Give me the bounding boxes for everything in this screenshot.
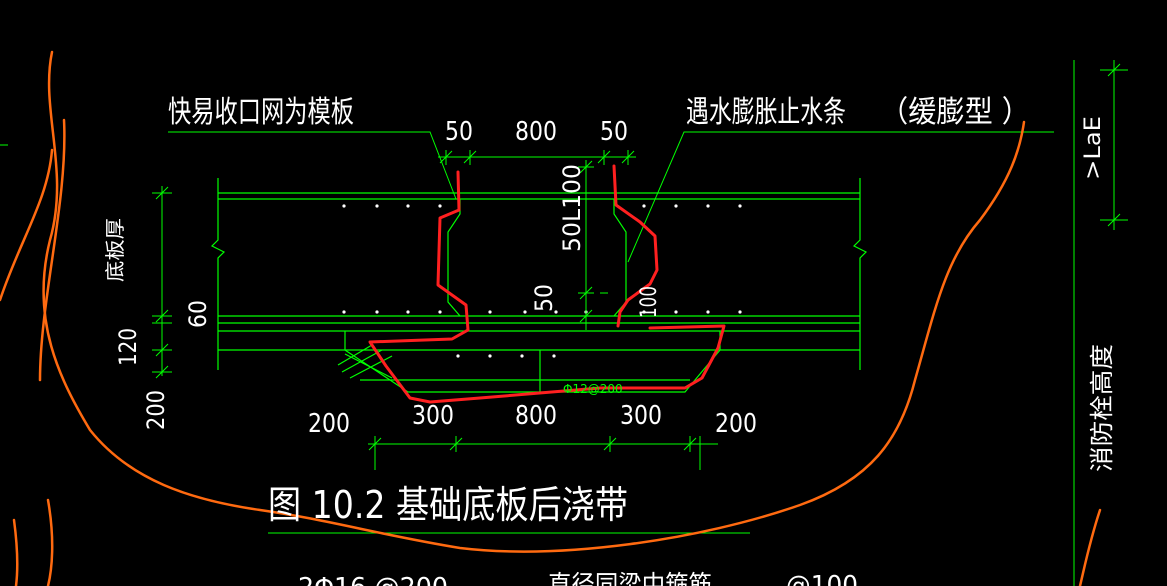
orange-side-stroke-left — [38, 118, 66, 382]
waterstop-label: 遇水膨胀止水条 — [686, 95, 846, 130]
anchorage-label: >LaE — [1081, 116, 1106, 180]
rebar-dots — [342, 204, 742, 358]
dim-bottom-200-left: 200 — [308, 409, 350, 439]
dim-left-120: 120 — [114, 328, 142, 366]
rebar-spec-label: Φ12@200 — [563, 382, 623, 396]
cutoff-text-right: @100 — [786, 571, 858, 586]
figure-title: 图 10.2 基础底板后浇带 — [268, 483, 628, 527]
labels: 快易收口网为模板 遇水膨胀止水条 （缓膨型 ） 底板厚 Φ12@200 >LaE… — [103, 95, 1116, 527]
orange-side-stroke-lower — [46, 498, 54, 586]
orange-markup — [0, 50, 1102, 586]
dim-top-800: 800 — [515, 117, 557, 147]
dimension-lines — [0, 60, 1128, 586]
dim-left-60: 60 — [184, 300, 212, 328]
bottom-cutoff-texts: 2Φ16 @200 直径同梁中箍筋 @100 — [298, 571, 858, 586]
dim-bottom-300-right: 300 — [620, 401, 662, 431]
formwork-label: 快易收口网为模板 — [168, 95, 354, 130]
dim-bottom-200-right: 200 — [715, 409, 757, 439]
dim-bottom-800: 800 — [515, 401, 557, 431]
waterstop-type-label: （缓膨型 ） — [880, 95, 1030, 130]
dim-left-200: 200 — [142, 390, 170, 430]
orange-cloud-outline — [42, 50, 1026, 553]
red-right-outline — [612, 164, 659, 328]
dim-top-50-right: 50 — [600, 117, 628, 147]
slab-thickness-label: 底板厚 — [103, 218, 127, 282]
dim-bottom-300-left: 300 — [412, 401, 454, 431]
orange-side-stroke-right — [1078, 508, 1102, 586]
cutoff-text-mid: 直径同梁中箍筋 — [548, 571, 712, 586]
red-left-outline — [368, 170, 726, 404]
red-markup — [368, 164, 726, 404]
dim-top-50-left: 50 — [445, 117, 473, 147]
slab-linework — [210, 178, 868, 393]
cutoff-text-left: 2Φ16 @200 — [298, 573, 448, 586]
dim-step-50: 50 — [530, 284, 558, 312]
hydrant-height-label: 消防栓高度 — [1088, 344, 1116, 472]
orange-side-stroke-lower-2 — [12, 518, 19, 586]
dim-step-100: 100 — [637, 286, 662, 318]
dimension-texts: 50 800 50 50L100 50 100 60 120 200 200 3… — [114, 117, 757, 439]
dim-vertical-mid: 50L100 — [558, 164, 586, 252]
orange-side-stroke-left-2 — [0, 148, 54, 302]
